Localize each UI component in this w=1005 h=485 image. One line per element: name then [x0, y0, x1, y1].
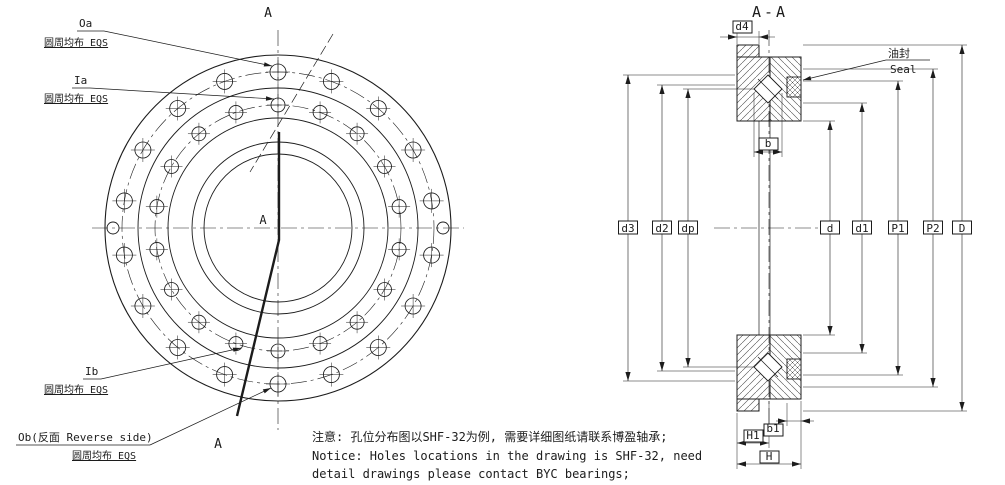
seal-top	[786, 76, 802, 98]
dim-label-H1: H1	[746, 429, 759, 442]
callout-ib-label: Ib	[85, 365, 98, 378]
callout-oa-sub: 圆周均布 EQS	[44, 37, 108, 49]
phantom-line	[249, 33, 334, 173]
pin-hole-right	[436, 221, 450, 235]
dim-label-d4: d4	[735, 20, 749, 33]
dim-label-P1: P1	[891, 222, 904, 235]
dim-label-dp: dp	[681, 222, 694, 235]
dim-label-d3: d3	[621, 222, 634, 235]
dim-label-b: b	[765, 137, 772, 150]
pin-hole-left	[106, 221, 120, 235]
note-line-2: Notice: Holes locations in the drawing i…	[312, 449, 702, 463]
outer-ring-inner-circle	[137, 87, 419, 369]
dimension-label-backgrounds	[618, 20, 972, 464]
section-letter-bottom: A	[214, 437, 222, 452]
outer-diameter-circle	[104, 54, 452, 402]
center-letter: A	[259, 213, 267, 227]
section-letter-top: A	[264, 6, 272, 21]
flange-lip-bottom	[736, 398, 760, 412]
dim-label-H: H	[766, 450, 773, 463]
section-cutting-line	[235, 132, 281, 417]
roller-bottom-diagonal	[757, 356, 779, 378]
callout-ia-sub: 圆周均布 EQS	[44, 93, 108, 105]
callout-ia-label: Ia	[74, 74, 87, 87]
section-view	[618, 20, 972, 469]
text-layer: A-A d3 d2 dp d d1 P1 P2 D d4 b b1 H1 H 油…	[18, 3, 965, 481]
seal-bottom	[786, 358, 802, 380]
inner-ring-outer-circle	[167, 117, 389, 339]
front-view	[92, 30, 464, 430]
bolt-holes	[112, 60, 444, 396]
leader-lines	[16, 30, 930, 446]
flange-lip-top	[736, 44, 760, 58]
dim-label-D: D	[959, 222, 966, 235]
roller-top-diagonal	[757, 78, 779, 100]
callout-oa-label: Oa	[79, 17, 92, 30]
section-title: A-A	[752, 3, 788, 21]
dim-label-P2: P2	[926, 222, 939, 235]
callout-ob-label: Ob(反面 Reverse side)	[18, 431, 153, 444]
seal-label-cn: 油封	[888, 46, 910, 60]
note-line-3: detail drawings please contact BYC beari…	[312, 467, 630, 481]
callout-ib-sub: 圆周均布 EQS	[44, 384, 108, 396]
dim-label-d1: d1	[855, 222, 868, 235]
dim-label-d2: d2	[655, 222, 668, 235]
callout-ob-sub: 圆周均布 EQS	[72, 450, 136, 462]
dim-label-b1: b1	[766, 422, 779, 435]
seal-label-en: Seal	[890, 63, 917, 76]
dim-label-d: d	[827, 222, 834, 235]
note-line-1: 注意: 孔位分布图以SHF-32为例, 需要详细图纸请联系博盈轴承;	[312, 429, 667, 444]
